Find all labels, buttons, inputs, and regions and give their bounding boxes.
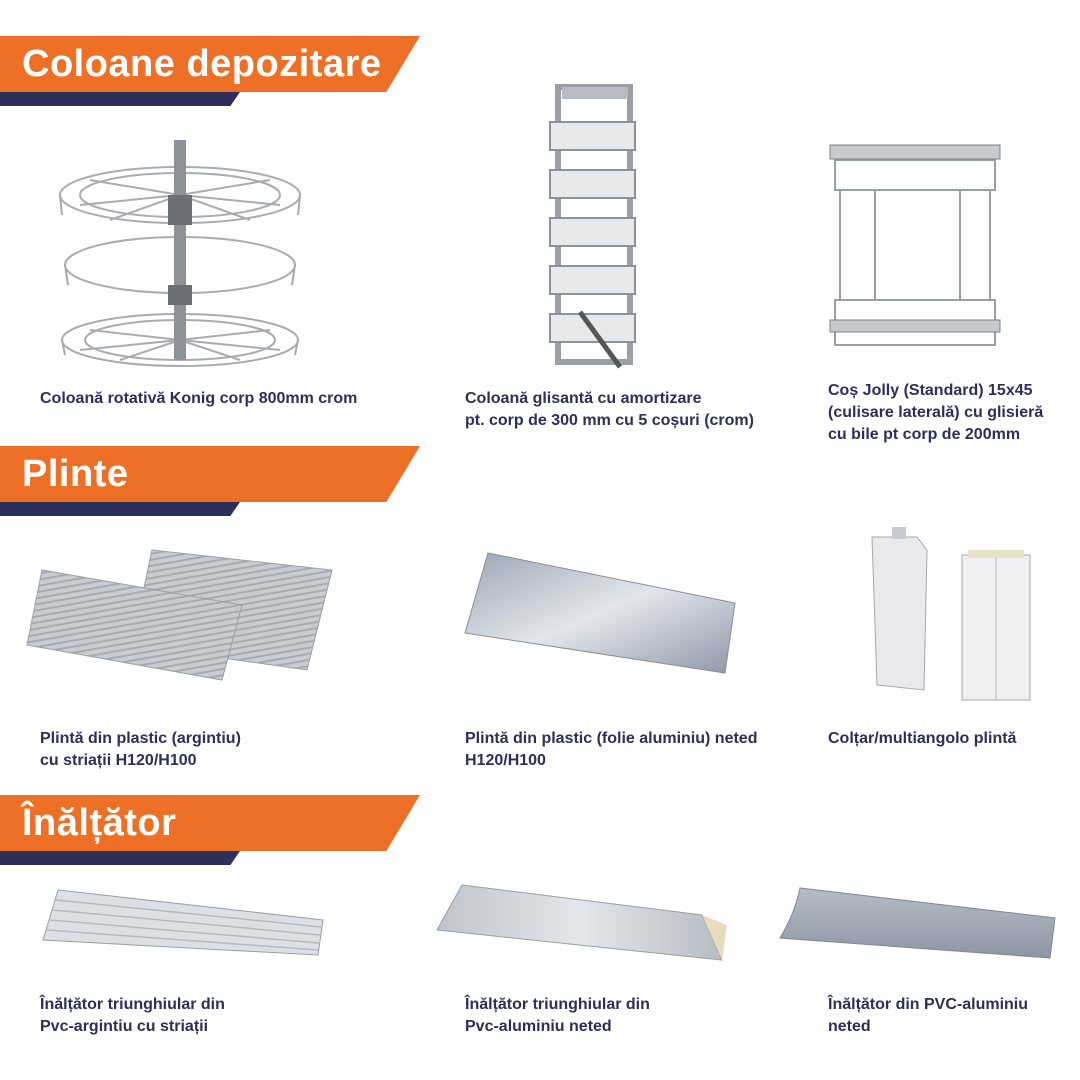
product-image-jolly-basket [820,140,1010,362]
product-caption: Plintă din plastic (folie aluminiu) nete… [465,730,758,769]
product-caption: Coloană glisantă cu amortizare pt. corp … [465,390,754,429]
product-caption: Înălțător triunghiular din Pvc-aluminiu … [465,996,650,1035]
product-image-triangular-upstand-striated [38,885,328,970]
product-image-pvc-aluminium-upstand [775,883,1065,983]
product-caption: Colțar/multiangolo plintă [828,730,1017,747]
section-title: Coloane depozitare [22,43,382,85]
product-caption: Coloană rotativă Konig corp 800mm crom [40,390,358,407]
section-banner-plinths: Plinte [0,446,420,518]
section-banner-storage-columns: Coloane depozitare [0,36,420,108]
product-image-triangular-upstand-smooth [432,880,732,980]
product-image-plinth-corner [862,525,1042,705]
product-image-smooth-plinth [460,548,740,678]
product-image-rotating-column [50,135,310,370]
product-image-striated-plinth [22,545,342,685]
product-caption: Coș Jolly (Standard) 15x45 (culisare lat… [828,382,1044,443]
section-title: Plinte [22,453,129,495]
product-caption: Înălțător triunghiular din Pvc-argintiu … [40,996,225,1035]
product-caption: Înălțător din PVC-aluminiu neted [828,996,1029,1035]
section-title: Înălțător [22,802,177,844]
section-banner-upstands: Înălțător [0,795,420,867]
product-caption: Plintă din plastic (argintiu) cu striați… [40,730,241,769]
product-image-pullout-column [540,82,650,372]
